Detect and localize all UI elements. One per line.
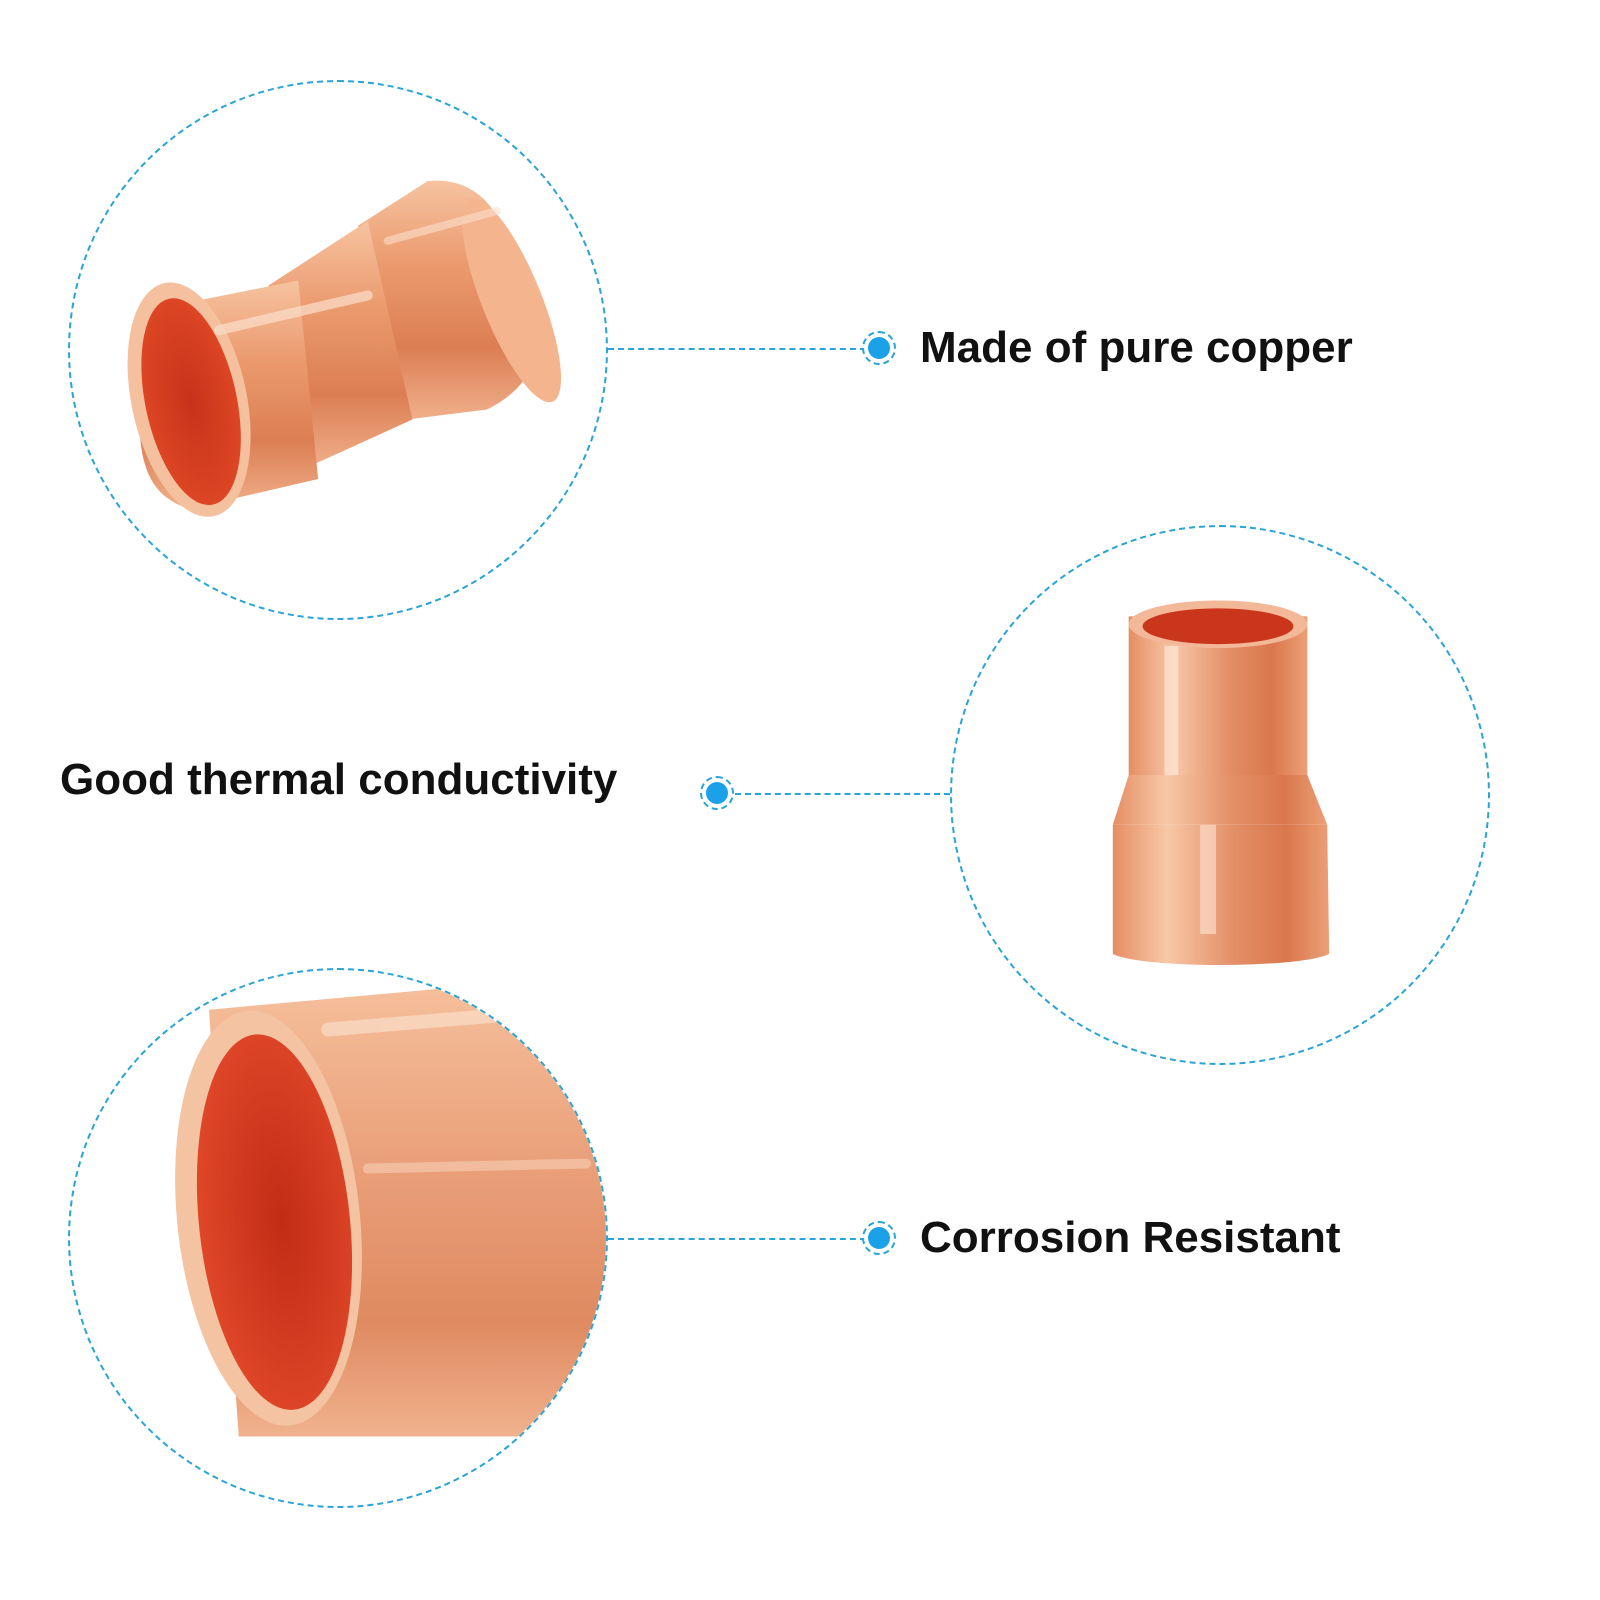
feature-label-pure-copper: Made of pure copper [920,323,1353,372]
product-circle-middle [950,525,1490,1065]
connector-line-2 [735,793,950,795]
bullet-dot-1 [862,331,896,365]
bullet-dot-2 [700,776,734,810]
product-circle-bottom [68,968,608,1508]
bullet-dot-3 [862,1221,896,1255]
copper-pipe-end-closeup-image [175,979,606,1437]
product-circle-top [68,80,608,620]
copper-reducer-fitting-image [127,180,562,517]
copper-reducer-upright-image [1112,600,1330,965]
connector-line-3 [608,1238,866,1240]
feature-label-corrosion-resistant: Corrosion Resistant [920,1213,1341,1262]
connector-line-1 [608,348,866,350]
feature-label-thermal-conductivity: Good thermal conductivity [60,755,618,804]
